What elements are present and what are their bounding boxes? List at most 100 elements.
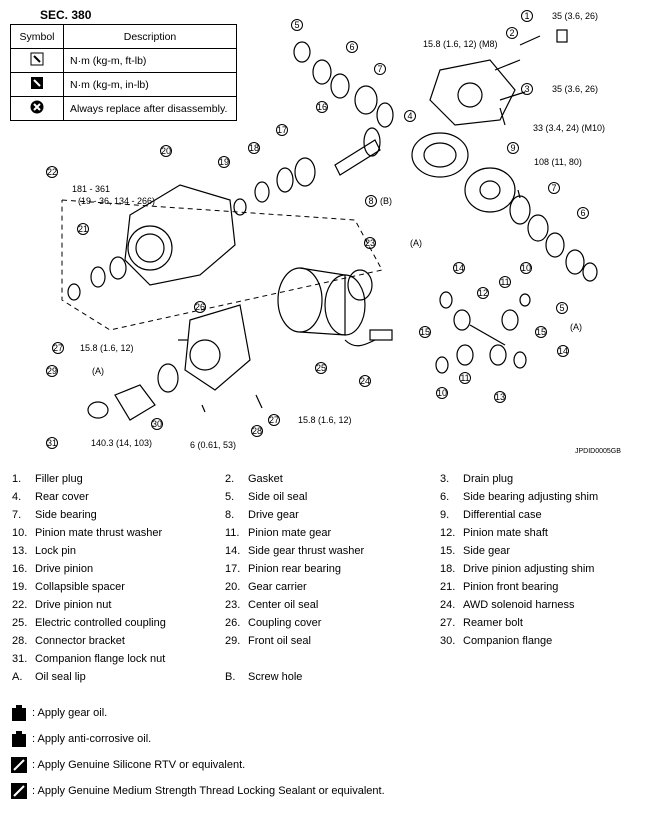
- part-number: 17.: [225, 563, 241, 575]
- callout-3: 3: [521, 83, 533, 95]
- svg-text:5: 5: [294, 20, 299, 30]
- callout-9: 9: [507, 142, 519, 154]
- torque-27b: 15.8 (1.6, 12): [298, 415, 352, 425]
- label-a-29: (A): [92, 366, 104, 376]
- part-name: Front oil seal: [248, 635, 311, 647]
- part-name: Side oil seal: [248, 491, 308, 503]
- part-number: 11.: [225, 527, 240, 539]
- part-name: Reamer bolt: [463, 617, 523, 629]
- callout-26: 26: [194, 301, 206, 313]
- svg-text:7: 7: [377, 64, 382, 74]
- rear-cover-shape: [429, 59, 516, 126]
- symbol-table: Symbol Description N·m (kg-m, ft-lb) N·m…: [10, 24, 237, 121]
- svg-text:11: 11: [460, 373, 469, 383]
- section-title: SEC. 380: [40, 8, 92, 22]
- callout-6b: 6: [577, 207, 589, 219]
- svg-text:24: 24: [360, 376, 370, 386]
- legend: : Apply gear oil. : Apply anti-corrosive…: [10, 700, 385, 804]
- thread-lock-icon: [11, 783, 27, 799]
- legend-row-anti-corrosive: : Apply anti-corrosive oil.: [10, 726, 385, 752]
- electric-coupling-shape: [277, 267, 366, 336]
- part-name: Collapsible spacer: [35, 581, 125, 593]
- callout-19: 19: [218, 156, 230, 168]
- part-number: 3.: [440, 473, 450, 485]
- callout-27b: 27: [268, 414, 280, 426]
- part-number: 4.: [12, 491, 22, 503]
- callout-11a: 11: [499, 276, 511, 288]
- svg-text:22: 22: [47, 167, 57, 177]
- svg-text:6: 6: [580, 208, 585, 218]
- legend-text: : Apply Genuine Medium Strength Thread L…: [32, 785, 385, 797]
- part-number: 29.: [225, 635, 241, 647]
- svg-text:26: 26: [195, 302, 205, 312]
- replace-x-icon: [10, 96, 64, 121]
- part-number: 18.: [440, 563, 456, 575]
- legend-text: : Apply gear oil.: [32, 707, 108, 719]
- callout-15a: 15: [419, 326, 431, 338]
- callout-25: 25: [315, 362, 327, 374]
- callout-24: 24: [359, 375, 371, 387]
- svg-text:16: 16: [317, 102, 327, 112]
- svg-text:31: 31: [47, 438, 57, 448]
- svg-text:13: 13: [495, 392, 505, 402]
- callout-21: 21: [77, 223, 89, 235]
- legend-row-thread-lock: : Apply Genuine Medium Strength Thread L…: [10, 778, 385, 804]
- callout-7a: 7: [374, 63, 386, 75]
- gear-oil-star-icon: [12, 731, 26, 747]
- part-number: 7.: [12, 509, 22, 521]
- callout-31: 31: [46, 437, 58, 449]
- part-number: 6.: [440, 491, 450, 503]
- part-number: B.: [225, 671, 236, 683]
- svg-text:2: 2: [509, 28, 514, 38]
- part-number: 14.: [225, 545, 241, 557]
- svg-text:27: 27: [53, 343, 63, 353]
- drive-gear-shape: [411, 132, 469, 178]
- part-name: Pinion rear bearing: [248, 563, 341, 575]
- part-name: Screw hole: [248, 671, 303, 683]
- svg-text:9: 9: [510, 143, 515, 153]
- symbol-header: Symbol: [10, 24, 64, 49]
- torque-27a: 15.8 (1.6, 12): [80, 343, 134, 353]
- part-number: 16.: [12, 563, 28, 575]
- legend-text: : Apply Genuine Silicone RTV or equivale…: [32, 759, 246, 771]
- callout-5a: 5: [291, 19, 303, 31]
- part-name: Rear cover: [35, 491, 89, 503]
- part-name: Drive pinion adjusting shim: [463, 563, 595, 575]
- part-name: Gear carrier: [248, 581, 307, 593]
- torque-1: 35 (3.6, 26): [552, 11, 598, 21]
- callout-23: 23: [364, 237, 376, 249]
- callout-14a: 14: [453, 262, 465, 274]
- part-name: Gasket: [248, 473, 283, 485]
- torque-9: 108 (11, 80): [534, 157, 582, 167]
- rtv-icon: [11, 757, 27, 773]
- part-number: 19.: [12, 581, 28, 593]
- part-number: 1.: [12, 473, 22, 485]
- description-header: Description: [63, 24, 237, 49]
- part-name: Companion flange: [463, 635, 553, 647]
- part-name: Pinion mate thrust washer: [35, 527, 163, 539]
- torque-wrench-filled-icon: [10, 72, 64, 97]
- drive-pinion-shape: [334, 127, 381, 176]
- svg-text:17: 17: [277, 125, 287, 135]
- part-name: Side gear thrust washer: [248, 545, 365, 557]
- part-number: 27.: [440, 617, 456, 629]
- svg-text:15: 15: [536, 327, 546, 337]
- part-number: 12.: [440, 527, 456, 539]
- part-name: Electric controlled coupling: [35, 617, 166, 629]
- svg-text:10: 10: [437, 388, 447, 398]
- callout-4: 4: [404, 110, 416, 122]
- callout-numbers: 1 2 3 4 5 5 6 6 7 7 8 9 10 10 11 11 12 1…: [46, 10, 589, 449]
- svg-text:11: 11: [500, 277, 509, 287]
- part-name: Pinion mate shaft: [463, 527, 548, 539]
- torque-3: 35 (3.6, 26): [552, 84, 598, 94]
- part-number: 26.: [225, 617, 241, 629]
- part-name: Pinion front bearing: [463, 581, 559, 593]
- part-name: Center oil seal: [248, 599, 319, 611]
- part-number: 31.: [12, 653, 28, 665]
- svg-text:8: 8: [368, 196, 373, 206]
